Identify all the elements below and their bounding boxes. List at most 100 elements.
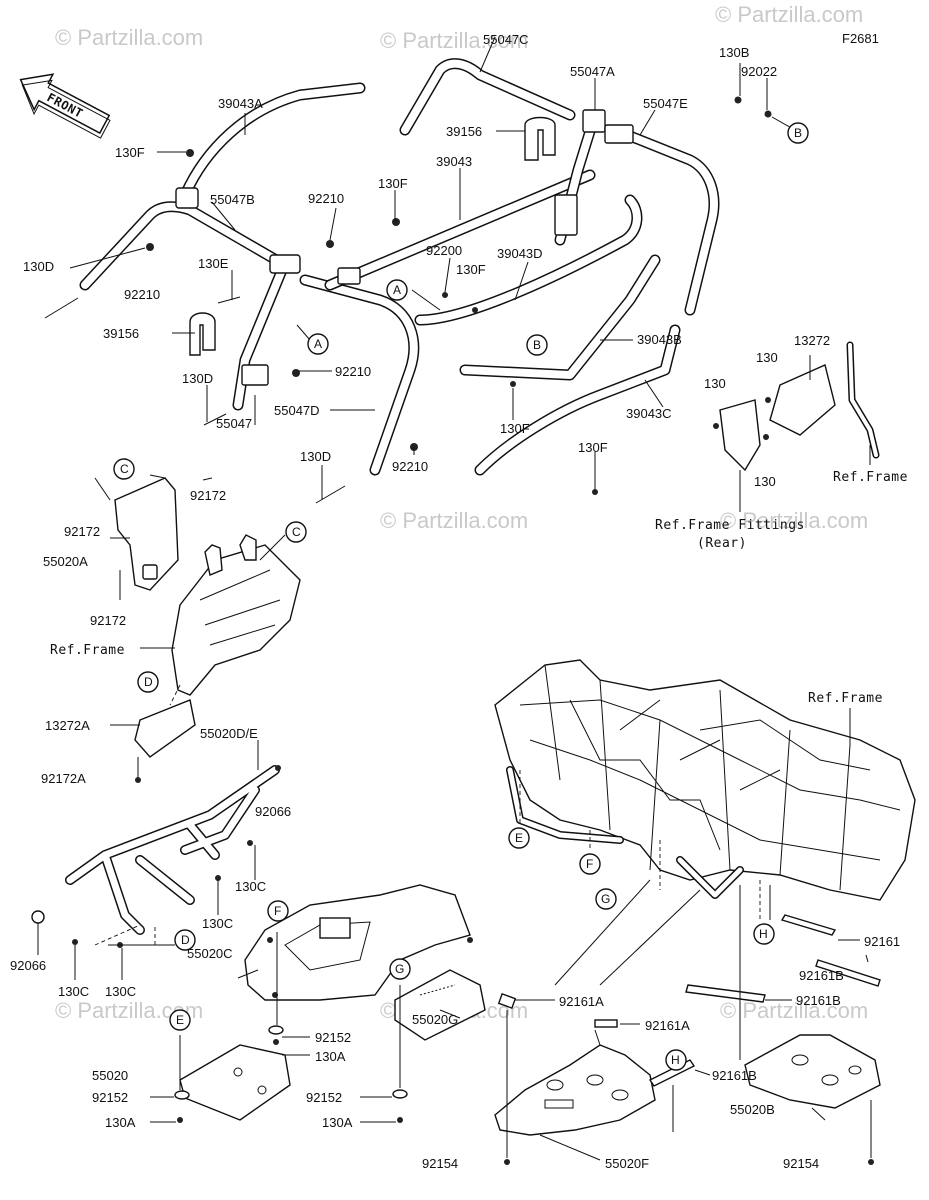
part-label-130c: 130C [202,916,233,931]
ref-marker-d: D [174,929,196,951]
ref-marker-b: B [526,334,548,356]
part-label-55020c: 55020C [187,946,233,961]
part-label-92172: 92172 [190,488,226,503]
part-label-39156: 39156 [446,124,482,139]
part-label-92066: 92066 [255,804,291,819]
part-label-55020a: 55020A [43,554,88,569]
leader-lines-upper [69,36,796,500]
svg-text:B: B [533,338,541,352]
part-label-92172: 92172 [64,524,100,539]
part-label-92161b: 92161B [712,1068,757,1083]
part-label-92152: 92152 [92,1090,128,1105]
part-label-92172: 92172 [90,613,126,628]
svg-text:H: H [671,1053,680,1067]
rear-frame-fitting [719,341,880,512]
part-label-130a: 130A [315,1049,346,1064]
svg-text:A: A [314,337,322,351]
ref-marker-c: C [285,521,307,543]
part-label-39156: 39156 [103,326,139,341]
part-label-13272a: 13272A [45,718,90,733]
part-label-92152: 92152 [306,1090,342,1105]
svg-text:A: A [393,283,401,297]
svg-text:D: D [144,675,153,689]
part-label-39043b: 39043B [637,332,682,347]
svg-text:G: G [601,892,610,906]
svg-text:F: F [586,857,593,871]
part-label-92154: 92154 [783,1156,819,1171]
ref-frame-label: Ref.Frame [808,691,883,706]
ref-marker-f: F [579,853,601,875]
svg-text:H: H [759,927,768,941]
part-label-130c: 130C [235,879,266,894]
skid-plates-right [494,879,881,1165]
part-label-55020g: 55020G [412,1012,458,1027]
watermark: © Partzilla.com [720,508,868,533]
part-label-92210: 92210 [335,364,371,379]
part-label-55020de: 55020D/E [200,726,258,741]
ref-frame-fittings-label: Ref.Frame Fittings [655,518,805,533]
part-label-13272: 13272 [794,333,830,348]
ref-marker-b: B [787,122,809,144]
ref-marker-a: A [307,333,329,355]
part-label-130b: 130B [719,45,749,60]
watermark: © Partzilla.com [380,28,528,53]
part-label-55047: 55047 [216,416,252,431]
part-label-92161a: 92161A [645,1018,690,1033]
part-label-92161b: 92161B [799,968,844,983]
part-labels: 39043A 130F 55047B 92210 130D 130E 92210… [10,32,907,1171]
reference-markers: A A B B C C D D E E F F G G H H [113,122,809,1071]
ref-marker-e: E [169,1009,191,1031]
part-label-39043c: 39043C [626,406,672,421]
part-label-55047e: 55047E [643,96,688,111]
part-label-55047a: 55047A [570,64,615,79]
part-label-92210: 92210 [392,459,428,474]
part-label-130d: 130D [23,259,54,274]
svg-text:F: F [274,904,281,918]
main-frame [494,659,916,920]
watermark: © Partzilla.com [715,2,863,27]
part-label-92066: 92066 [10,958,46,973]
part-label-92200: 92200 [426,243,462,258]
roll-cage-assembly [79,58,720,476]
part-label-92022: 92022 [741,64,777,79]
part-label-55047d: 55047D [274,403,320,418]
ref-frame-fittings-rear-label: (Rear) [697,536,747,551]
ref-marker-a: A [386,279,408,301]
ref-marker-d: D [137,671,159,693]
svg-text:C: C [120,462,129,476]
ref-marker-e: E [508,827,530,849]
svg-text:C: C [292,525,301,539]
svg-text:G: G [395,962,404,976]
part-label-92152: 92152 [315,1030,351,1045]
part-label-92210: 92210 [308,191,344,206]
ref-marker-g: G [389,958,411,980]
ref-marker-f: F [267,900,289,922]
front-arrow-icon: FRONT [19,73,111,139]
ref-frame-label: Ref.Frame [50,643,125,658]
front-guard-area [31,474,301,980]
part-label-130f: 130F [578,440,608,455]
part-label-130a: 130A [105,1115,136,1130]
part-label-92161: 92161 [864,934,900,949]
part-label-39043d: 39043D [497,246,543,261]
part-label-130f: 130F [456,262,486,277]
part-label-92154: 92154 [422,1156,458,1171]
svg-text:E: E [515,831,523,845]
watermark: © Partzilla.com [55,25,203,50]
part-label-92161a: 92161A [559,994,604,1009]
watermark: © Partzilla.com [720,998,868,1023]
part-label-92210: 92210 [124,287,160,302]
skid-plates-left [150,884,486,1123]
ref-marker-g: G [595,888,617,910]
part-label-130: 130 [756,350,778,365]
svg-text:D: D [181,933,190,947]
part-label-130: 130 [754,474,776,489]
part-label-130f: 130F [115,145,145,160]
part-label-130d: 130D [300,449,331,464]
part-label-39043: 39043 [436,154,472,169]
part-label-130d: 130D [182,371,213,386]
svg-text:B: B [794,126,802,140]
part-label-130f: 130F [378,176,408,191]
figure-id: F2681 [842,31,879,46]
